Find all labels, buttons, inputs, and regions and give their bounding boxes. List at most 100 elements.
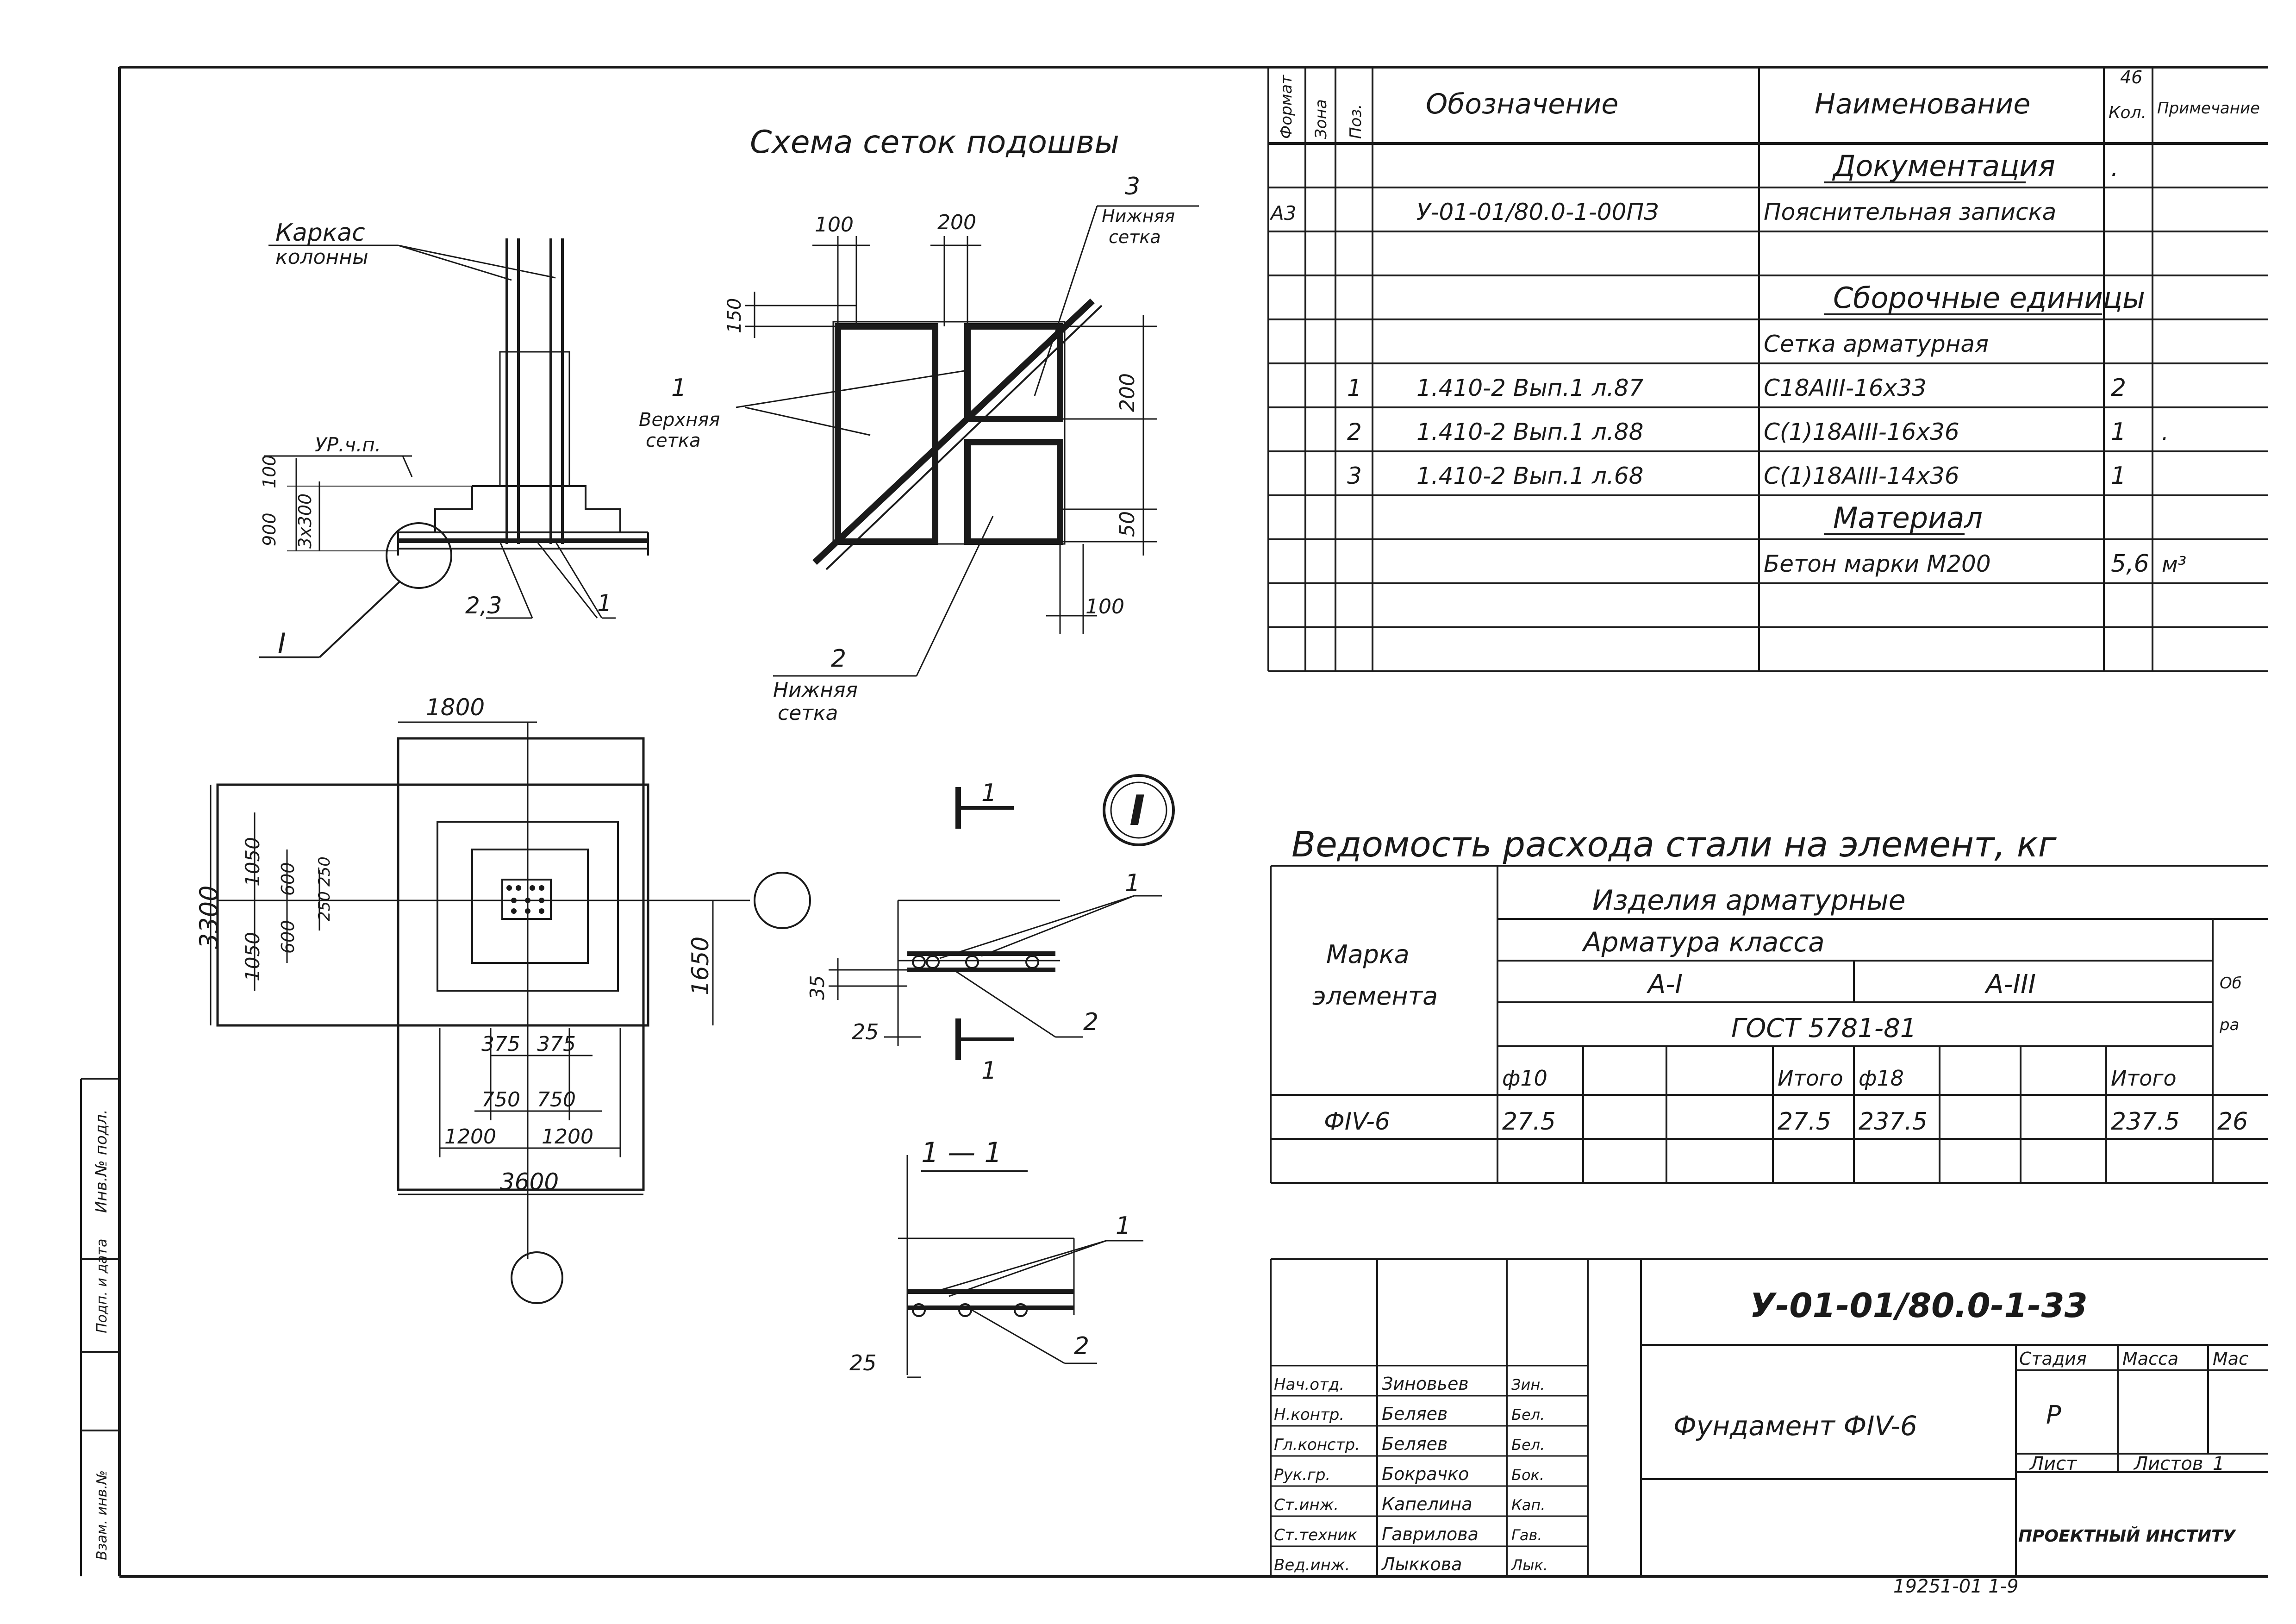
plan-dim-3600: 3600 xyxy=(500,1168,559,1195)
section-title-1-1: 1 — 1 xyxy=(921,1137,1002,1169)
spec-cell-note: м³ xyxy=(2162,552,2186,577)
people-name: Зиновьев xyxy=(1382,1374,1469,1394)
label-2-3: 2,3 xyxy=(465,592,502,619)
left-margin-strip xyxy=(80,1078,119,1576)
people-signature: Кап. xyxy=(1511,1496,1545,1514)
plan-dim-250-top: 250 xyxy=(315,856,334,887)
people-role: Ст.техник xyxy=(1274,1526,1358,1544)
margin-sign-label: Подп. и дата xyxy=(94,1239,110,1333)
spec-header-zone: Зона xyxy=(1312,99,1330,139)
pos-3-label: 3 xyxy=(1125,173,1140,200)
spec-header-note: Примечание xyxy=(2157,99,2260,118)
spec-cell-qty: 2 xyxy=(2111,374,2126,402)
spec-table-grid xyxy=(1267,67,2268,672)
steel-data-cell: 27.5 xyxy=(1778,1108,1831,1136)
people-name: Лыккова xyxy=(1381,1554,1462,1574)
people-role: Гл.констр. xyxy=(1274,1436,1360,1454)
label-1-elev: 1 xyxy=(597,590,612,617)
steel-data-cell: 237.5 xyxy=(1859,1108,1928,1136)
spec-cell-note: . xyxy=(2162,420,2169,445)
detail-dim-25: 25 xyxy=(849,1350,877,1375)
steel-header-class: Арматура класса xyxy=(1581,926,1825,958)
karkas-label-1: Каркас xyxy=(275,219,365,247)
section-pos-2: 2 xyxy=(1083,1008,1098,1036)
top-mesh-label-1: Верхняя xyxy=(639,409,720,431)
steel-table-title: Ведомость расхода стали на элемент, кг xyxy=(1292,824,2057,865)
plan-dim-1200-left: 1200 xyxy=(444,1125,496,1149)
steel-mark-label-2: элемента xyxy=(1312,981,1438,1011)
spec-cell-name: Сетка арматурная xyxy=(1764,331,1989,357)
steel-header-total-2: ра xyxy=(2219,1016,2239,1034)
spec-cell-name: Пояснительная записка xyxy=(1764,199,2056,225)
plan-dim-3300: 3300 xyxy=(194,886,224,949)
steel-data-cell: 26 xyxy=(2217,1108,2248,1136)
bottom-mesh-label-1: Нижняя xyxy=(773,678,858,702)
foundation-plan xyxy=(210,721,811,1304)
spec-cell-pos: 3 xyxy=(1347,462,1362,489)
plan-dim-375-right: 375 xyxy=(537,1032,576,1056)
organization-name: ПРОЕКТНЫЙ ИНСТИТУ xyxy=(2018,1526,2237,1546)
steel-mark-label-1: Марка xyxy=(1326,940,1410,969)
dim-100-elev: 100 xyxy=(259,455,280,488)
spec-cell-code: 1.410-2 Вып.1 л.88 xyxy=(1416,418,1643,445)
scale-header: Мас xyxy=(2213,1349,2248,1369)
title-block-grid xyxy=(1270,1258,2268,1576)
spec-header-pos: Поз. xyxy=(1347,104,1365,139)
spec-cell-qty: . xyxy=(2111,154,2119,182)
plan-dim-1050-top: 1050 xyxy=(241,837,264,887)
node-i-callout: I xyxy=(278,627,286,660)
steel-subheader-cell: ф18 xyxy=(1859,1066,1904,1091)
plan-dim-600-top: 600 xyxy=(278,862,298,896)
spec-cell-name: Документация xyxy=(1832,149,2055,183)
level-label: УР.ч.п. xyxy=(315,433,381,456)
plan-dim-1050-bottom: 1050 xyxy=(241,932,264,981)
steel-subheader-cell: ф10 xyxy=(1502,1066,1547,1091)
steel-table-grid xyxy=(1270,865,2268,1184)
sheets-value: 1 xyxy=(2213,1453,2224,1474)
people-signature: Зин. xyxy=(1511,1376,1545,1393)
spec-cell-format: А3 xyxy=(1269,202,1296,225)
section-details xyxy=(829,774,1175,1378)
people-role: Ст.инж. xyxy=(1274,1496,1339,1514)
plan-dim-1800: 1800 xyxy=(426,694,485,721)
steel-data-cell: 237.5 xyxy=(2111,1108,2180,1136)
steel-subheader-cell: Итого xyxy=(2111,1066,2177,1091)
steel-data-cell: ФIV-6 xyxy=(1324,1108,1390,1136)
section-pos-1: 1 xyxy=(1125,869,1140,897)
people-signature: Бел. xyxy=(1511,1436,1545,1454)
mesh-dim-200-vertical: 200 xyxy=(1116,373,1139,412)
spec-cell-name: Сборочные единицы xyxy=(1833,281,2145,315)
margin-inv-label: Инв.№ подл. xyxy=(92,1109,111,1213)
plan-dim-375-left: 375 xyxy=(481,1032,520,1056)
spec-cell-code: У-01-01/80.0-1-00ПЗ xyxy=(1416,199,1659,225)
dim-3x300-elev: 3x300 xyxy=(295,493,315,549)
people-name: Бокрачко xyxy=(1382,1464,1469,1484)
karkas-label-2: колонны xyxy=(275,245,368,269)
element-name: Фундамент ФIV-6 xyxy=(1673,1410,1917,1442)
people-signature: Бел. xyxy=(1511,1406,1545,1424)
mass-header: Масса xyxy=(2122,1349,2178,1369)
people-role: Н.контр. xyxy=(1274,1405,1344,1424)
bottom-number: 19251-01 1-9 xyxy=(1893,1576,2019,1597)
sheet-header: Лист xyxy=(2029,1453,2078,1474)
mesh-dim-100-bottom: 100 xyxy=(1086,595,1124,618)
section-dim-25: 25 xyxy=(852,1019,879,1044)
bottom-mesh-label-top-1: Нижняя xyxy=(1102,206,1175,226)
spec-cell-name: Бетон марки М200 xyxy=(1764,550,1991,577)
spec-corner-number: 46 xyxy=(2120,67,2142,87)
spec-header-code: Обозначение xyxy=(1426,88,1618,120)
mesh-dim-150: 150 xyxy=(724,298,745,333)
spec-header-qty: Кол. xyxy=(2109,103,2146,122)
steel-header-products: Изделия арматурные xyxy=(1592,884,1906,917)
steel-header-a3: А-III xyxy=(1984,969,2036,999)
cut-marker-1-top: 1 xyxy=(981,779,997,807)
people-signature: Бок. xyxy=(1511,1466,1544,1484)
title-block-people-grid xyxy=(1271,1365,1588,1547)
mesh-dim-200: 200 xyxy=(937,211,976,234)
plan-dim-1650: 1650 xyxy=(687,937,714,995)
people-signature: Гав. xyxy=(1511,1526,1542,1544)
people-signature: Лык. xyxy=(1511,1556,1548,1574)
